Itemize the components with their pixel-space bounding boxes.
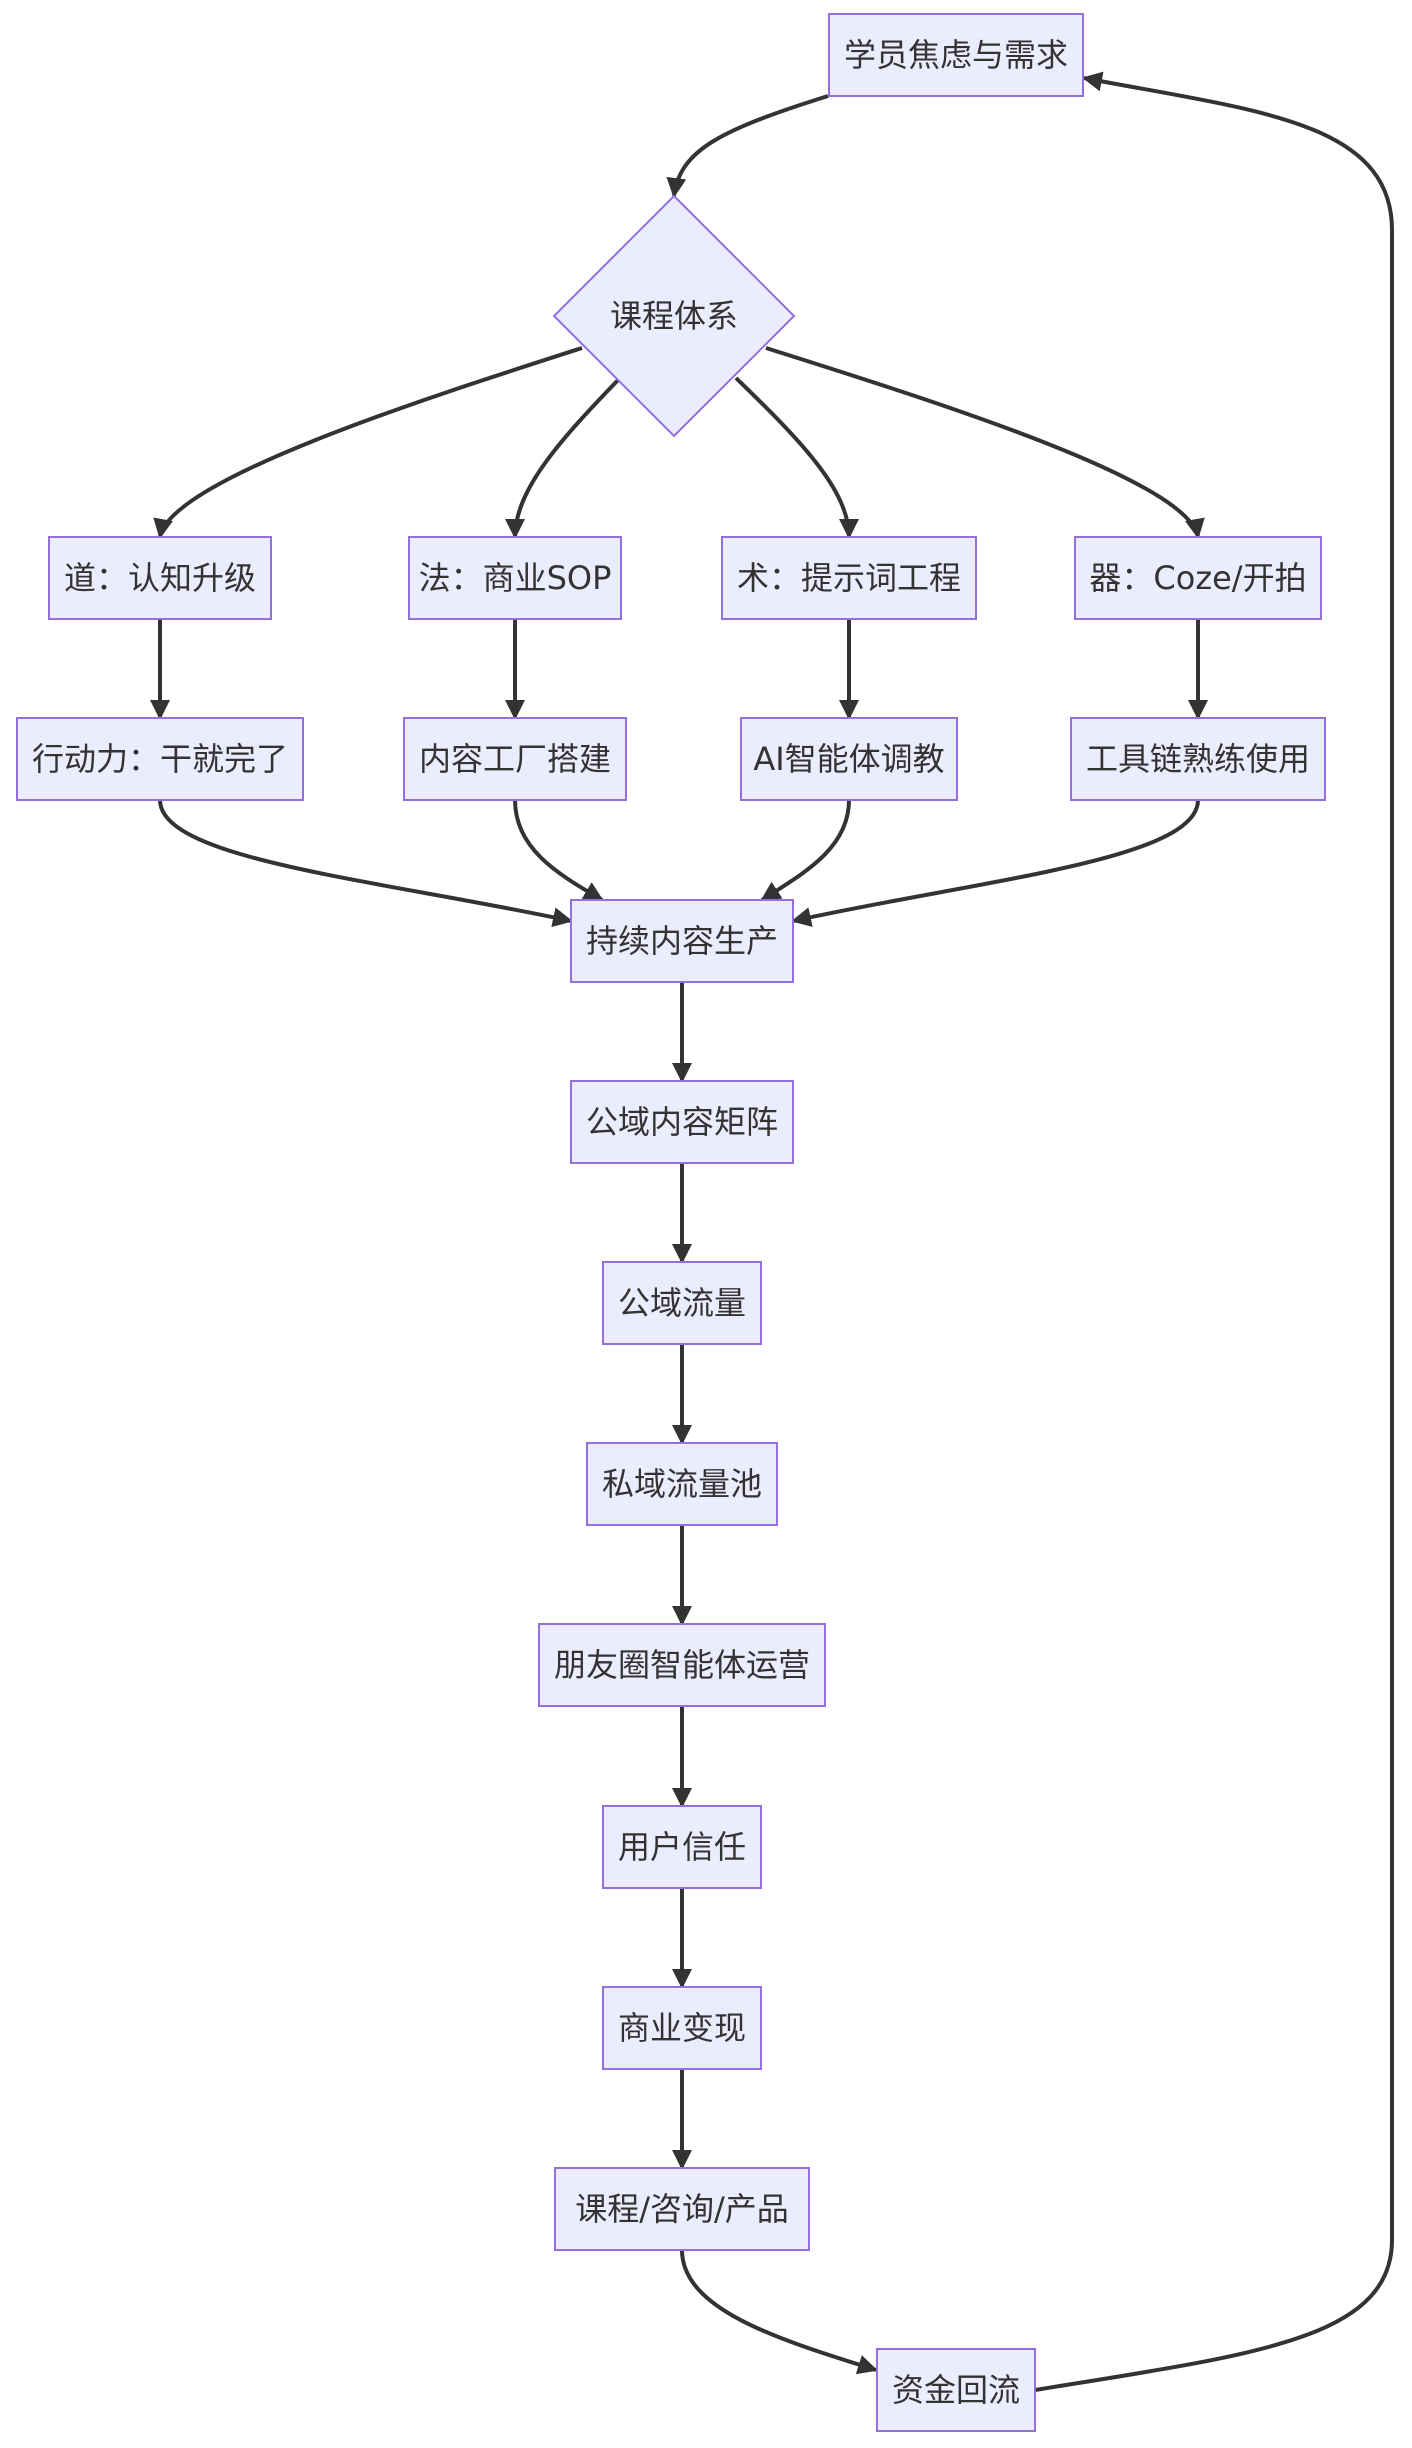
node-box xyxy=(602,1805,762,1889)
node-label: 内容工厂搭建 xyxy=(419,740,611,778)
flow-node-n14: 私域流量池 xyxy=(586,1442,778,1526)
edge-n2-n3 xyxy=(153,346,583,539)
node-box xyxy=(828,13,1084,97)
flow-node-n4: 法：商业SOP xyxy=(408,536,622,620)
node-box xyxy=(721,536,977,620)
node-label: 课程体系 xyxy=(610,297,738,335)
node-label: AI智能体调教 xyxy=(753,740,944,778)
node-box xyxy=(1070,717,1326,801)
node-label: 商业变现 xyxy=(618,2009,746,2047)
flow-node-n8: 内容工厂搭建 xyxy=(403,717,627,801)
edge-n1-n2 xyxy=(666,94,829,198)
node-box xyxy=(876,2348,1036,2432)
edges-layer xyxy=(150,71,1394,2392)
node-label: 用户信任 xyxy=(618,1828,746,1866)
edge-n10-n11 xyxy=(791,799,1200,927)
flow-node-n3: 道：认知升级 xyxy=(48,536,272,620)
edge-n2-n5 xyxy=(734,376,859,539)
edge-n2-n6 xyxy=(765,346,1205,539)
flow-node-n13: 公域流量 xyxy=(602,1261,762,1345)
edge-n9-n11 xyxy=(760,799,851,902)
flow-node-n1: 学员焦虑与需求 xyxy=(828,13,1084,97)
node-label: 法：商业SOP xyxy=(419,559,612,597)
flow-node-n11: 持续内容生产 xyxy=(570,899,794,983)
flow-node-n2: 课程体系 xyxy=(552,194,796,438)
node-label: 公域流量 xyxy=(618,1284,746,1322)
node-label: 学员焦虑与需求 xyxy=(844,36,1068,74)
node-box xyxy=(602,1986,762,2070)
flow-node-n17: 商业变现 xyxy=(602,1986,762,2070)
flow-node-n6: 器：Coze/开拍 xyxy=(1074,536,1322,620)
node-box xyxy=(538,1623,826,1707)
node-box xyxy=(554,2167,810,2251)
flow-node-n15: 朋友圈智能体运营 xyxy=(538,1623,826,1707)
node-box xyxy=(16,717,304,801)
flow-node-n10: 工具链熟练使用 xyxy=(1070,717,1326,801)
flow-node-n19: 资金回流 xyxy=(876,2348,1036,2432)
node-label: 资金回流 xyxy=(892,2371,1020,2409)
node-label: 课程/咨询/产品 xyxy=(575,2190,789,2228)
edge-n19-n1 xyxy=(1034,71,1394,2392)
node-label: 朋友圈智能体运营 xyxy=(554,1646,810,1684)
node-label: 行动力：干就完了 xyxy=(32,740,288,778)
node-box xyxy=(403,717,627,801)
node-label: 术：提示词工程 xyxy=(737,559,961,597)
flow-node-n12: 公域内容矩阵 xyxy=(570,1080,794,1164)
node-label: 工具链熟练使用 xyxy=(1086,740,1310,778)
node-box xyxy=(570,1080,794,1164)
node-box xyxy=(586,1442,778,1526)
node-box xyxy=(408,536,622,620)
flow-node-n9: AI智能体调教 xyxy=(740,717,958,801)
flow-node-n18: 课程/咨询/产品 xyxy=(554,2167,810,2251)
node-box xyxy=(48,536,272,620)
node-label: 公域内容矩阵 xyxy=(586,1103,778,1141)
edge-n2-n4 xyxy=(505,376,622,539)
node-box xyxy=(740,717,958,801)
decision-diamond xyxy=(552,194,796,438)
edge-n8-n11 xyxy=(513,799,604,902)
edge-n7-n11 xyxy=(158,799,573,928)
flow-node-n7: 行动力：干就完了 xyxy=(16,717,304,801)
flow-node-n16: 用户信任 xyxy=(602,1805,762,1889)
flow-node-n5: 术：提示词工程 xyxy=(721,536,977,620)
node-label: 持续内容生产 xyxy=(586,922,778,960)
node-label: 器：Coze/开拍 xyxy=(1089,559,1306,597)
node-label: 道：认知升级 xyxy=(64,559,256,597)
node-box xyxy=(570,899,794,983)
node-box xyxy=(1074,536,1322,620)
edge-n18-n19 xyxy=(680,2249,878,2375)
node-box xyxy=(602,1261,762,1345)
node-label: 私域流量池 xyxy=(602,1465,762,1503)
